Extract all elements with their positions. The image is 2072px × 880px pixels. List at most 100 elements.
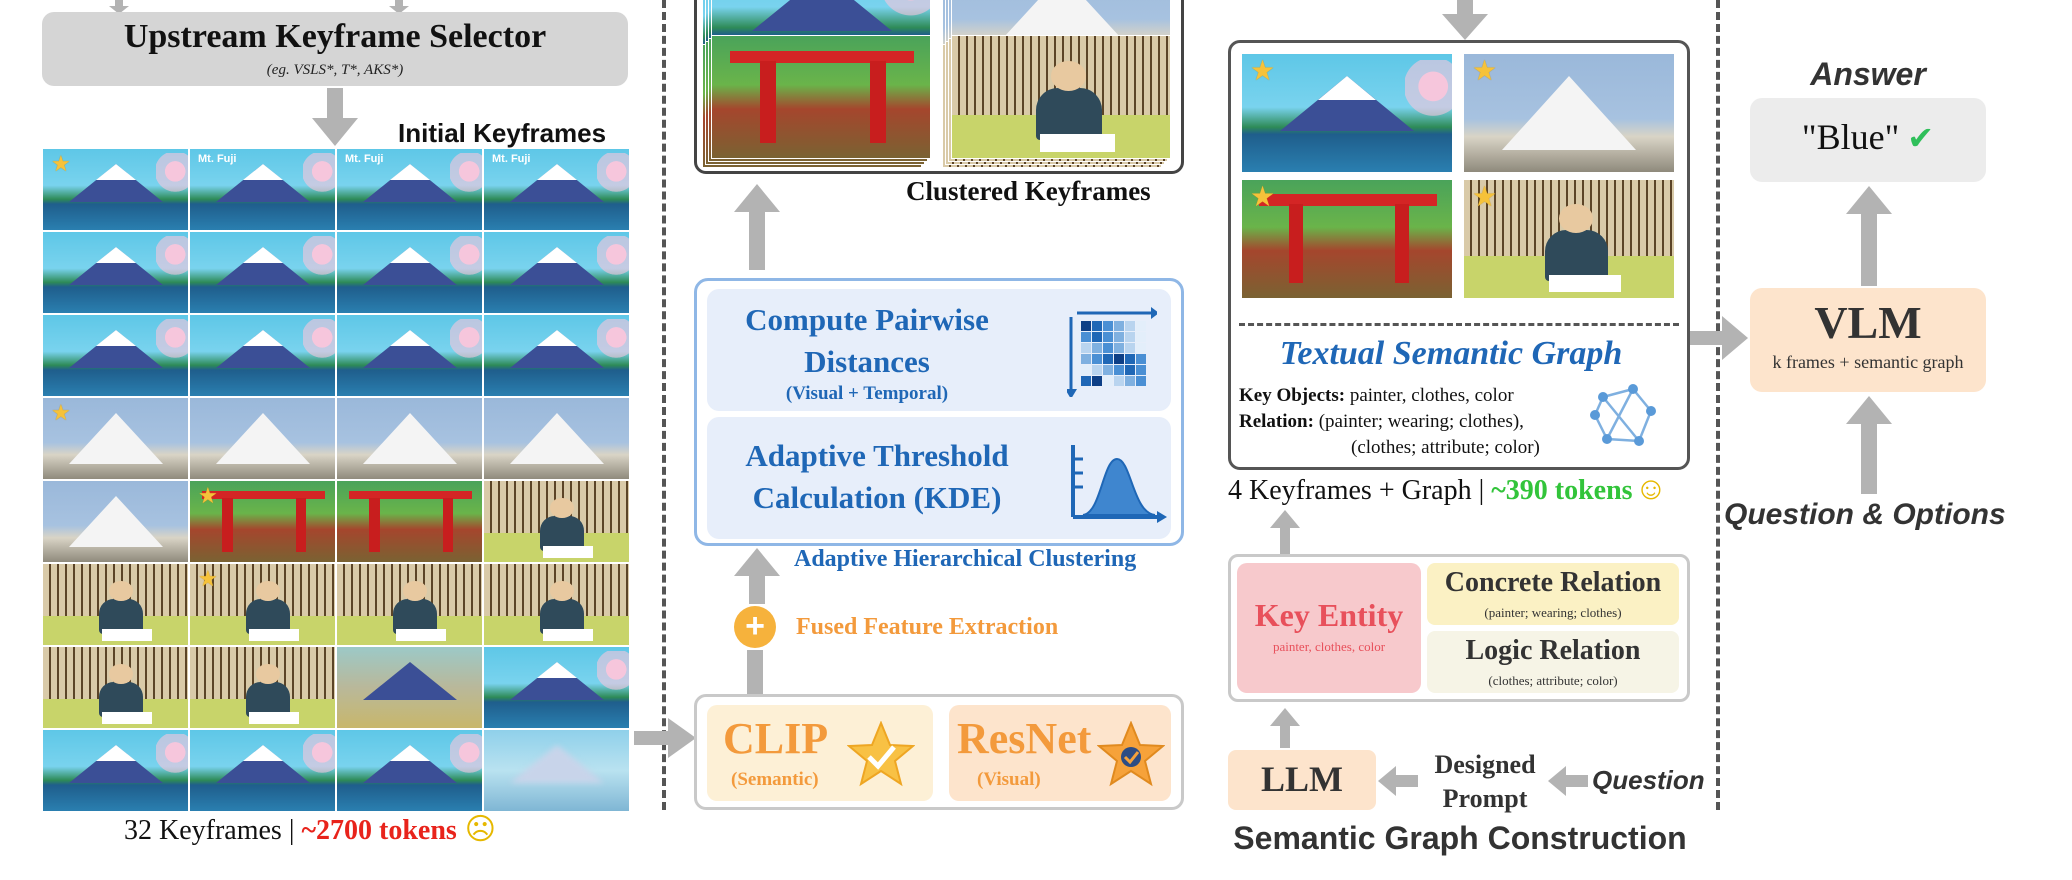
torii-pillar-shape: [870, 61, 885, 143]
initial-keyframe-tile: [483, 314, 630, 397]
graph-objects-key: Key Objects:: [1239, 385, 1345, 406]
mountain-shape: [510, 745, 604, 783]
painter-head-shape: [256, 664, 280, 684]
initial-keyframe-tile: [483, 397, 630, 480]
torii-beam-shape: [1259, 194, 1437, 206]
matrix-cell: [1103, 343, 1113, 353]
clip-title: CLIP: [723, 713, 828, 764]
clustered-keyframes-box: [694, 0, 1184, 174]
selected-star-icon: ★: [1472, 58, 1497, 86]
torii-pillar-shape: [296, 498, 306, 553]
selector-to-initial-arrow: [312, 88, 358, 146]
torii-pillar-shape: [1395, 204, 1410, 283]
initial-keyframe-tile: [189, 231, 336, 314]
matrix-cell: [1125, 354, 1135, 364]
torii-beam-shape: [730, 51, 915, 63]
initial-count-text: 32 Keyframes |: [124, 815, 301, 846]
torii-beam-shape: [349, 491, 472, 499]
paper-shape: [102, 629, 152, 641]
snow-cap-shape: [96, 330, 136, 346]
matrix-cell: [1125, 343, 1135, 353]
vlm-box: VLM k frames + semantic graph: [1750, 288, 1986, 392]
painter-head-shape: [109, 581, 133, 601]
graph-network-icon: [1587, 379, 1661, 453]
initial-keyframe-tile: [189, 397, 336, 480]
paper-shape: [249, 629, 299, 641]
snow-cap-shape: [96, 164, 136, 180]
snow-cap-shape: [537, 247, 577, 263]
tile-caption: Mt. Fuji: [492, 153, 531, 165]
torii-pillar-shape: [369, 498, 379, 553]
mountain-shape: [363, 662, 457, 700]
check-mark-icon: ✔: [1907, 119, 1934, 157]
vlm-title: VLM: [1750, 296, 1986, 349]
initial-keyframes-label: Initial Keyframes: [398, 118, 606, 149]
snow-cap-shape: [243, 745, 283, 761]
matrix-cell: [1103, 365, 1113, 375]
mountain-shape: [363, 413, 457, 464]
graph-divider: [1239, 323, 1679, 326]
initial-keyframe-tile: Mt. Fuji: [483, 148, 630, 231]
mountain-shape: [752, 0, 892, 31]
matrix-cell: [1125, 321, 1135, 331]
torii-pillar-shape: [222, 498, 232, 553]
key-entity-card: Key Entity painter, clothes, color: [1237, 563, 1421, 693]
clip-card: CLIP (Semantic): [707, 705, 933, 801]
initial-keyframe-tile: Mt. Fuji: [336, 148, 483, 231]
painter-head-shape: [256, 581, 280, 601]
painter-figure-shape: [1545, 230, 1609, 280]
blossom-shape: [597, 153, 629, 199]
initial-keyframe-tile: [483, 729, 630, 812]
designed-prompt-label: Designed Prompt: [1420, 748, 1550, 816]
paper-shape: [249, 712, 299, 724]
torii-beam-shape: [202, 491, 325, 499]
torii-pillar-shape: [443, 498, 453, 553]
blossom-shape: [597, 319, 629, 365]
paper-shape: [1549, 275, 1621, 292]
resnet-card: ResNet (Visual): [949, 705, 1171, 801]
matrix-cell: [1092, 343, 1102, 353]
snow-cap-shape: [390, 330, 430, 346]
torii-pillar-shape: [1289, 204, 1304, 283]
matrix-cell: [1103, 354, 1113, 364]
graph-tokens-text: ~390 tokens: [1491, 475, 1632, 506]
blossom-shape: [1405, 60, 1452, 126]
keyframe-selector-title: Upstream Keyframe Selector: [42, 18, 628, 56]
initial-keyframe-tile: [189, 314, 336, 397]
graph-to-vlm-arrow: [1690, 316, 1748, 360]
mountain-shape: [216, 413, 310, 464]
clip-star-icon: [847, 721, 915, 787]
pairwise-distance-card: Compute Pairwise Distances (Visual + Tem…: [707, 289, 1171, 411]
initial-keyframe-tile: [336, 397, 483, 480]
initial-keyframe-tile: [42, 480, 189, 563]
blossom-shape: [450, 236, 482, 282]
llm-up-arrow: [1270, 708, 1300, 748]
matrix-cell: [1092, 321, 1102, 331]
pairwise-distance-subtitle: (Visual + Temporal): [717, 383, 1017, 405]
clustered-keyframe-tile: [711, 35, 931, 159]
happy-face-icon: ☺: [1635, 470, 1668, 506]
initial-keyframe-tile: [42, 563, 189, 646]
initial-keyframe-tile: [336, 563, 483, 646]
initial-keyframe-tile: Mt. Fuji: [189, 148, 336, 231]
adaptive-clustering-label: Adaptive Hierarchical Clustering: [794, 546, 1136, 573]
matrix-cell: [1136, 343, 1146, 353]
initial-keyframe-tile: [42, 231, 189, 314]
blossom-shape: [597, 651, 629, 697]
logic-relation-card: Logic Relation (clothes; attribute; colo…: [1427, 631, 1679, 693]
paper-shape: [396, 629, 446, 641]
snow-cap-shape: [390, 745, 430, 761]
matrix-cell: [1114, 321, 1124, 331]
key-entity-subtitle: painter, clothes, color: [1237, 639, 1421, 655]
paper-shape: [543, 546, 593, 558]
input-arrow-graph: [1442, 0, 1488, 40]
painter-head-shape: [403, 581, 427, 601]
matrix-cell: [1114, 365, 1124, 375]
keyframe-selector-examples: (eg. VSLS*, T*, AKS*): [42, 62, 628, 79]
resnet-subtitle: (Visual): [977, 769, 1041, 791]
answer-label: Answer: [1750, 56, 1986, 93]
paper-shape: [102, 712, 152, 724]
selected-star-icon: ★: [1472, 184, 1497, 212]
matrix-cell: [1081, 376, 1091, 386]
snow-cap-shape: [390, 164, 430, 180]
